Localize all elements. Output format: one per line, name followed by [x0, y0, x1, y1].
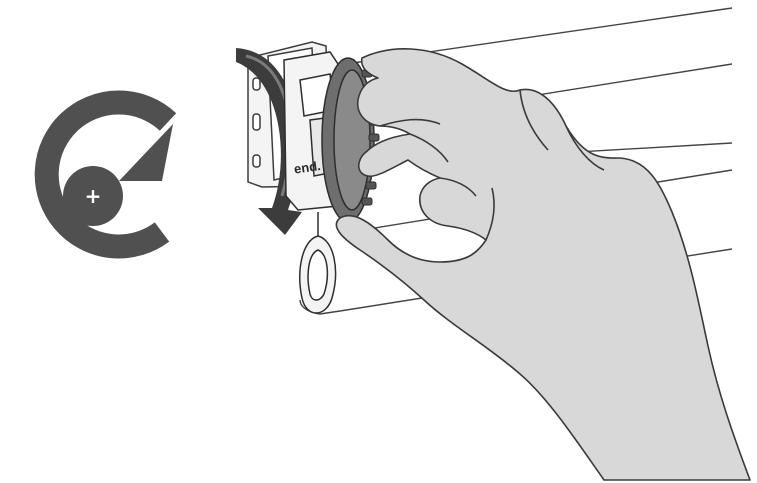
pull-tag[interactable]	[300, 212, 336, 313]
motor-end-cap: end.	[284, 52, 379, 222]
hand-illustration	[336, 49, 750, 480]
bracket-slot-bottom	[253, 155, 260, 167]
hand-outline	[336, 49, 750, 480]
bracket-slot-middle	[253, 114, 260, 130]
rotation-clockwise-plus-icon: +	[47, 102, 173, 246]
bracket-slot-top	[253, 78, 260, 90]
plus-label: +	[85, 184, 102, 208]
rotation-arrowhead	[119, 124, 173, 181]
pull-tag-inner	[308, 250, 327, 300]
